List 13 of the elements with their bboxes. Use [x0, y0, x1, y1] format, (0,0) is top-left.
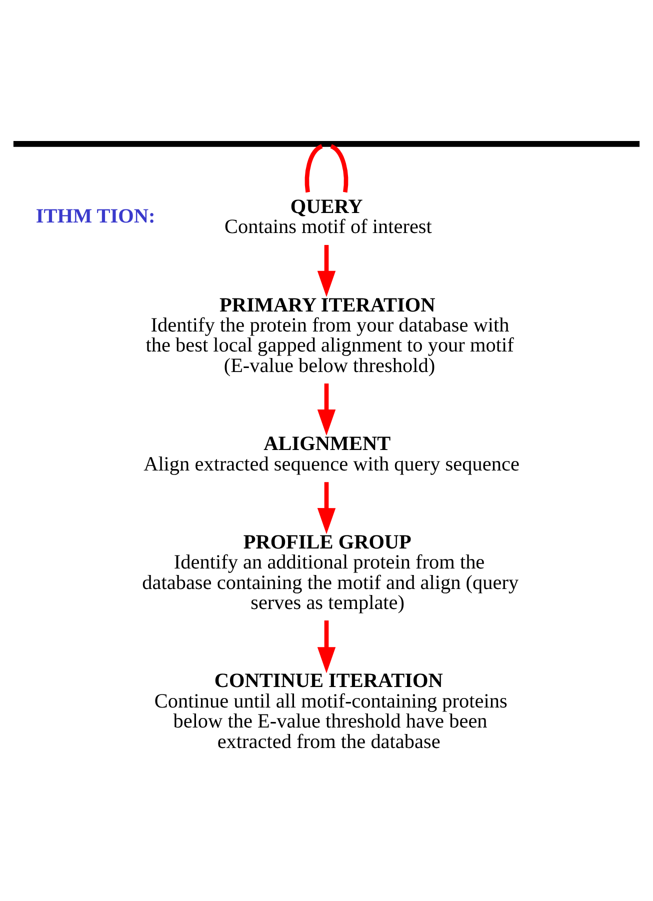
- node-text: PROFILE GROUP Identify an additional protein from the database containing the motif and align (query serves as template): [142, 531, 519, 614]
- arrow: [317, 620, 336, 674]
- label: ITHM TION:: [36, 205, 156, 228]
- connector: [304, 144, 323, 192]
- node-bar: [13, 141, 640, 147]
- connector: [330, 144, 348, 192]
- arrow: [317, 384, 336, 436]
- node-text: CONTINUE ITERATION Continue until all motif-containing proteins below the E-value threshold have been extracted from the database: [154, 670, 508, 753]
- node-text: QUERY Contains motif of interest: [224, 196, 432, 238]
- node-text: PRIMARY ITERATION Identify the protein from your database with the best local gapped alignment to your motif (E-value below threshold): [146, 294, 514, 377]
- arrow: [317, 244, 336, 298]
- node-text: ALIGNMENT Align extracted sequence with query sequence: [144, 433, 520, 476]
- arrow: [317, 482, 336, 534]
